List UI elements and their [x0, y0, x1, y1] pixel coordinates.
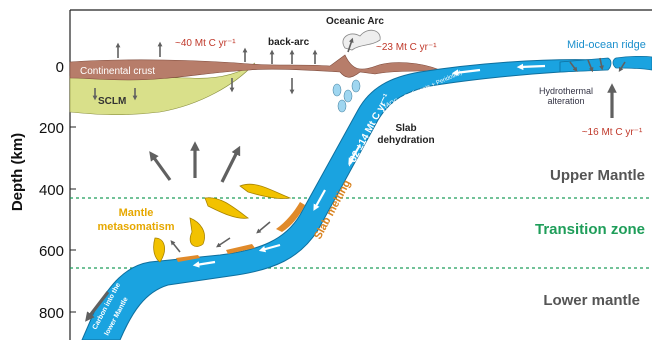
- mantle-metasomatism-label-1: Mantle: [119, 207, 154, 219]
- meta-arrow: [218, 238, 230, 246]
- arc-plume: [343, 30, 380, 50]
- mantle-arrow: [222, 150, 238, 182]
- slab-dehydration-label-1: Slab: [395, 123, 416, 134]
- meta-arrow: [258, 222, 270, 232]
- oceanic-arc-label: Oceanic Arc: [326, 16, 384, 27]
- droplet: [338, 100, 346, 112]
- lower-mantle-label: Lower mantle: [543, 292, 640, 309]
- hydrothermal-label-1: Hydrothermal: [539, 86, 593, 96]
- y-tick-label: 600: [39, 243, 64, 260]
- flow-arrow: [520, 66, 545, 67]
- melt-blob: [190, 218, 205, 247]
- slab-dehydration-label-2: dehydration: [377, 135, 434, 146]
- hydrothermal-label-2: alteration: [547, 96, 584, 106]
- y-tick-label: 0: [56, 59, 64, 76]
- ridge-flux-label: ~16 Mt C yr⁻¹: [582, 127, 643, 138]
- melt-blob: [154, 238, 165, 262]
- y-axis-label: Depth (km): [9, 133, 26, 211]
- droplet: [333, 84, 341, 96]
- melt-blob: [205, 198, 248, 219]
- meta-arrow: [172, 242, 180, 252]
- ridge-plate-right: [613, 56, 652, 70]
- upper-mantle-label: Upper Mantle: [550, 167, 645, 184]
- arc-flux-label: ~23 Mt C yr⁻¹: [376, 42, 437, 53]
- mantle-metasomatism-label-2: metasomatism: [97, 221, 174, 233]
- melt-blob: [240, 184, 290, 198]
- dehydration-droplets: [333, 80, 360, 112]
- continental-crust-label: Continental crust: [80, 66, 155, 77]
- backarc-label: back-arc: [268, 37, 310, 48]
- droplet: [344, 90, 352, 102]
- backarc-flux-label: ~40 Mt C yr⁻¹: [175, 38, 236, 49]
- y-tick-label: 800: [39, 305, 64, 322]
- transition-zone-label: Transition zone: [535, 221, 645, 238]
- droplet: [352, 80, 360, 92]
- mid-ocean-ridge-label: Mid-ocean ridge: [567, 39, 646, 51]
- sclm-label: SCLM: [98, 96, 126, 107]
- mantle-arrow: [152, 155, 170, 180]
- y-tick-label: 200: [39, 120, 64, 137]
- y-tick-label: 400: [39, 182, 64, 199]
